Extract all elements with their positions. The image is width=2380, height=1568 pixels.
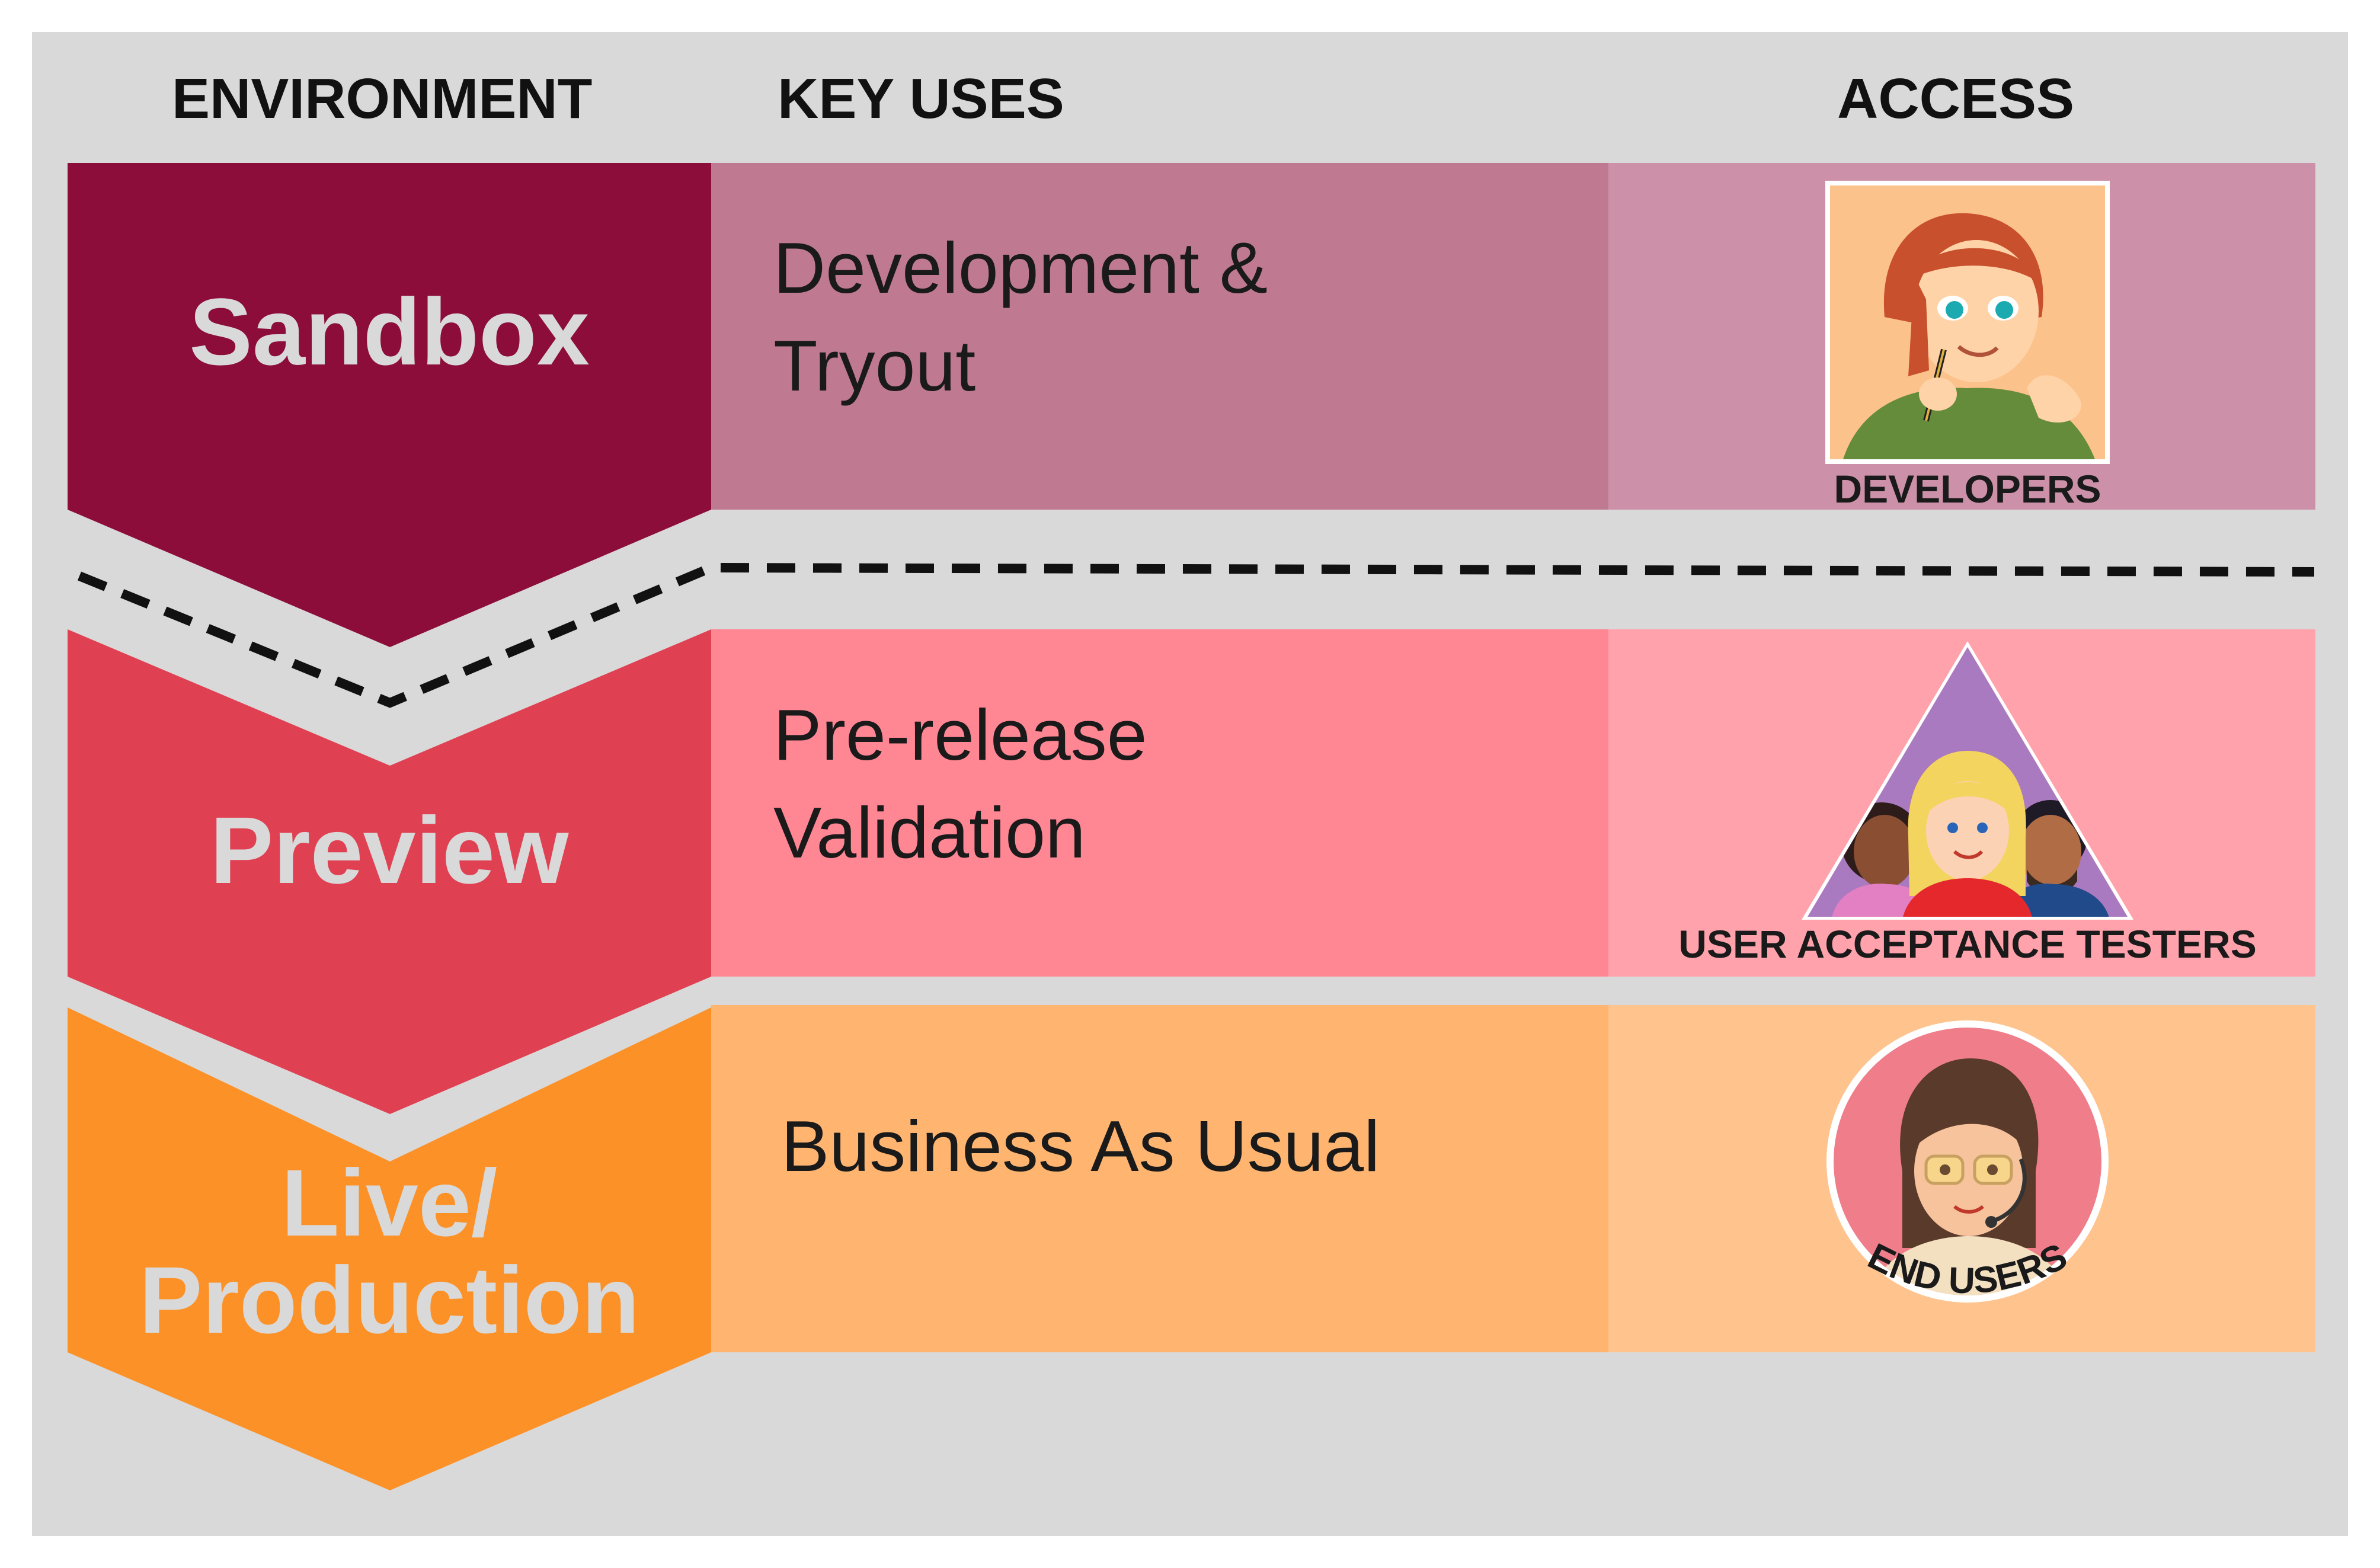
preview-chevron [68, 629, 711, 1114]
testers-group-icon [1802, 641, 2133, 920]
testers-label: USER ACCEPTANCE TESTERS [1678, 922, 2257, 966]
developers-label: DEVELOPERS [1834, 467, 2101, 511]
env-sandbox-label: Sandbox [189, 279, 590, 385]
dashed-divider [77, 562, 2315, 708]
sandbox-key-use-line2: Tryout [773, 325, 976, 406]
sandbox-key-use-line1: Development & [773, 228, 1268, 308]
production-chevron [68, 1007, 711, 1490]
header-environment: ENVIRONMENT [172, 67, 593, 130]
developer-avatar-icon [1825, 181, 2110, 464]
preview-uses-cell [711, 629, 1608, 977]
preview-key-use-line2: Validation [773, 792, 1086, 873]
sandbox-uses-cell [711, 163, 1608, 510]
preview-key-use: Pre-release Validation [773, 686, 1147, 882]
preview-key-use-line1: Pre-release [773, 695, 1147, 775]
end-user-avatar-icon: END USERS [1826, 1020, 2109, 1303]
production-key-use: Business As Usual [781, 1106, 1380, 1186]
sandbox-chevron [68, 163, 711, 647]
env-preview-label: Preview [210, 797, 569, 903]
env-production-line2: Production [139, 1247, 640, 1353]
production-uses-cell [711, 1005, 1608, 1352]
env-production-line1: Live/ [281, 1150, 498, 1256]
env-production-label: Live/ Production [68, 1156, 711, 1348]
header-access: ACCESS [1837, 67, 2075, 130]
sandbox-key-use: Development & Tryout [773, 219, 1268, 415]
header-key-uses: KEY USES [778, 67, 1064, 130]
